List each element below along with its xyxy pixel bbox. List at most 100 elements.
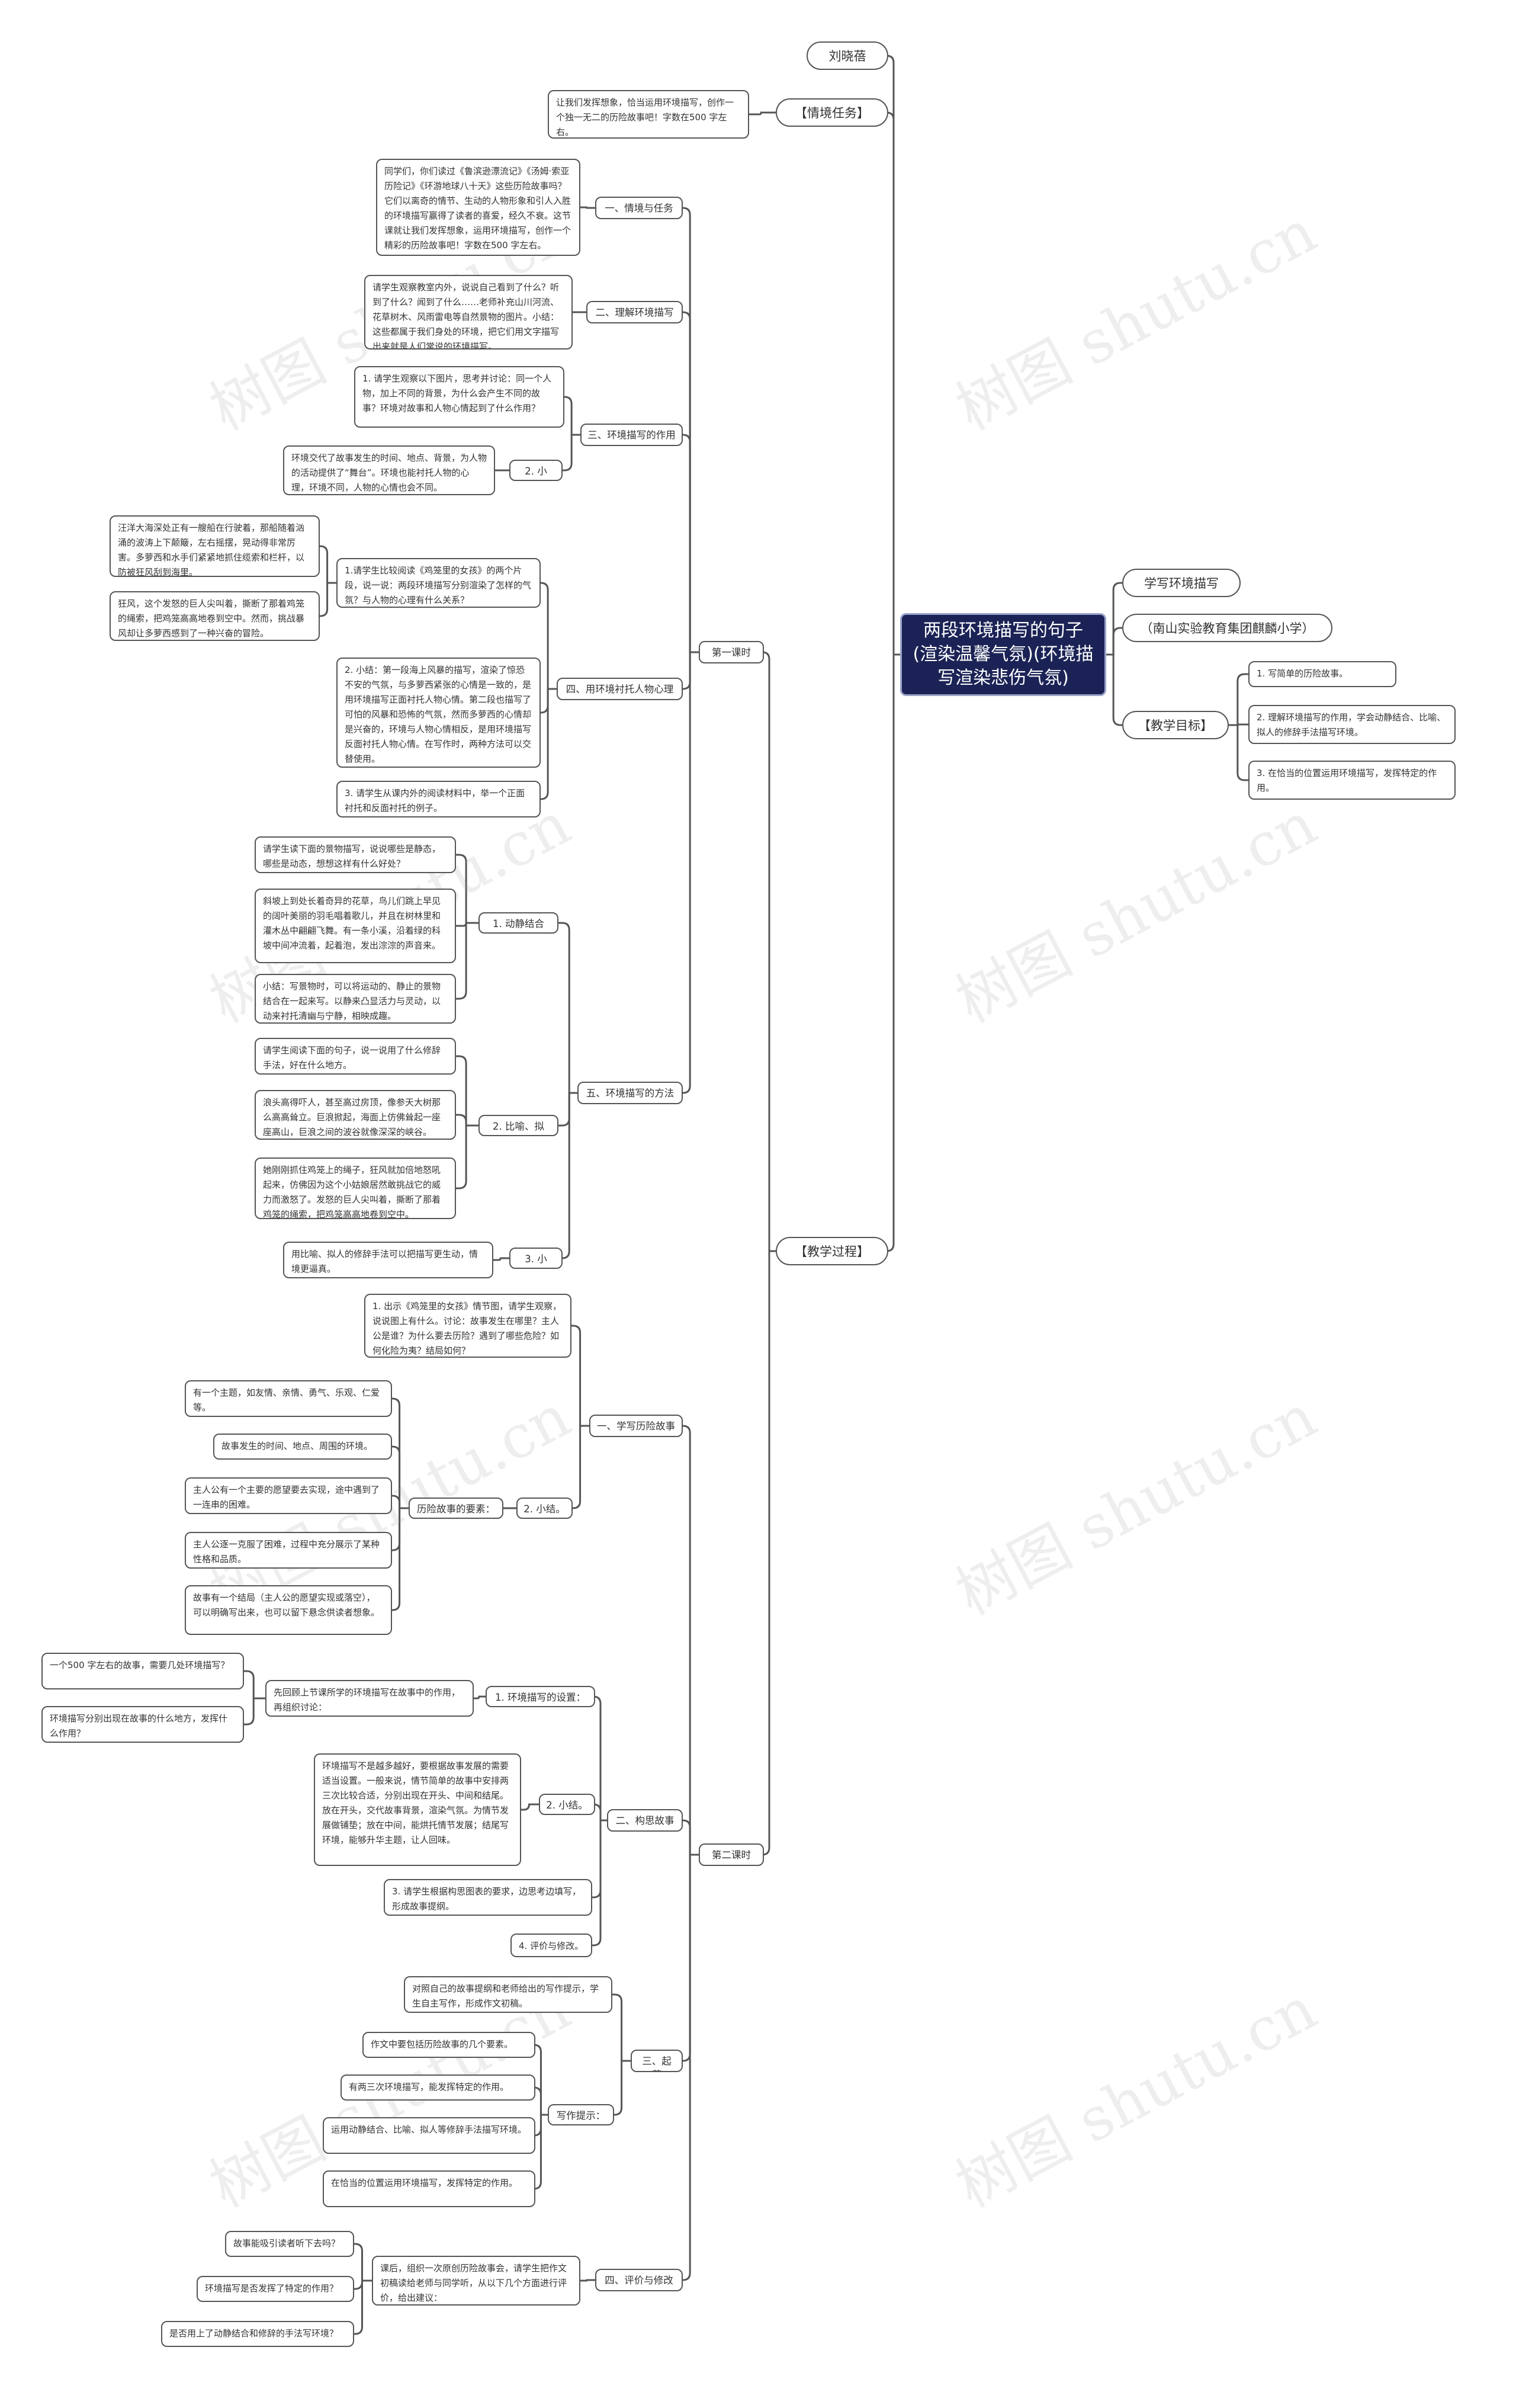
connector — [683, 311, 699, 653]
connector — [244, 1697, 265, 1726]
excerpt-storm-cage[interactable]: 狂风，这个发怒的巨人尖叫着，撕断了那着鸡笼的绳索，把鸡笼高高地卷到空中。然而，挑… — [110, 591, 320, 641]
story-meeting-evaluation[interactable]: 课后，组织一次原创历险故事会，请学生把作文初稿读给老师与同学听，从以下几个方面进… — [372, 2256, 580, 2306]
lesson1-compare-reading[interactable]: 1.请学生比较阅读《鸡笼里的女孩》的两个片段，说一说：两段环境描写分别渲染了怎样… — [336, 558, 541, 608]
scenario-task-text[interactable]: 让我们发挥想象，恰当运用环境描写，创作一个独一无二的历险故事吧！字数在500 字… — [548, 90, 749, 139]
lesson2-section3[interactable]: 三、起草 — [631, 2050, 683, 2072]
connector — [886, 653, 900, 1252]
connector — [683, 1819, 699, 1856]
eval-attractive[interactable]: 故事能吸引读者听下去吗？ — [225, 2231, 354, 2257]
connector — [762, 651, 776, 1252]
connector — [683, 1425, 699, 1856]
lesson1-section1[interactable]: 一、情境与任务 — [595, 197, 683, 219]
goal-1[interactable]: 1. 写简单的历险故事。 — [1248, 661, 1396, 687]
connector — [1106, 582, 1122, 656]
lesson2-section4[interactable]: 四、评价与修改 — [595, 2269, 683, 2291]
lesson2-section1[interactable]: 一、学写历险故事 — [589, 1415, 683, 1437]
root-topic[interactable]: 两段环境描写的句子(渲染温馨气氛)(环境描写渲染悲伤气氛) — [900, 613, 1106, 696]
env-question-position[interactable]: 环境描写分别出现在故事的什么地方，发挥什么作用？ — [41, 1706, 244, 1743]
lesson-2[interactable]: 第二课时 — [699, 1843, 764, 1866]
scenario-task[interactable]: 【情境任务】 — [776, 98, 888, 127]
method-summary-text[interactable]: 用比喻、拟人的修辞手法可以把描写更生动，情境更逼真。 — [283, 1242, 493, 1278]
connector — [541, 688, 557, 800]
method-static-dynamic[interactable]: 1. 动静结合法。 — [478, 912, 558, 934]
lesson1-section2[interactable]: 二、理解环境描写 — [586, 301, 683, 323]
lesson2-plot-discussion[interactable]: 1. 出示《鸡笼里的女孩》情节图，请学生观察，说说图上有什么。讨论：故事发生在哪… — [364, 1294, 571, 1358]
teaching-process[interactable]: 【教学过程】 — [776, 1237, 888, 1265]
connector — [534, 2086, 548, 2116]
story-outline-task[interactable]: 3. 请学生根据构思图表的要求，边思考边填写，形成故事提纲。 — [384, 1879, 592, 1916]
school-name[interactable]: （南山实验教育集团麒麟小学） — [1122, 614, 1332, 642]
env-setting-label[interactable]: 1. 环境描写的设置： — [486, 1686, 595, 1707]
drafting-instruction[interactable]: 对照自己的故事提纲和老师给出的写作提示，学生自主写作，形成作文初稿。 — [404, 1976, 612, 2013]
lesson1-example-task[interactable]: 3. 请学生从课内外的阅读材料中，举一个正面衬托和反面衬托的例子。 — [336, 781, 541, 817]
env-question-count[interactable]: 一个500 字左右的故事，需要几处环境描写？ — [41, 1653, 244, 1689]
env-summary-label[interactable]: 2. 小结。 — [539, 1794, 595, 1815]
method-metaphor-personification[interactable]: 2. 比喻、拟人。 — [478, 1115, 558, 1136]
goal-3[interactable]: 3. 在恰当的位置运用环境描写，发挥特定的作用。 — [1248, 761, 1456, 800]
story-element-theme[interactable]: 有一个主题，如友情、亲情、勇气、乐观、仁爱等。 — [185, 1380, 392, 1417]
method-summary-label[interactable]: 3. 小结。 — [509, 1248, 563, 1269]
lesson1-section5[interactable]: 五、环境描写的方法 — [577, 1082, 683, 1104]
evaluate-revise-step[interactable]: 4. 评价与修改。 — [510, 1934, 592, 1957]
connector — [456, 1114, 478, 1127]
tip-env-count[interactable]: 有两三次环境描写，能发挥特定的作用。 — [341, 2074, 535, 2101]
lesson-1[interactable]: 第一课时 — [699, 641, 764, 663]
lesson2-section2[interactable]: 二、构思故事 — [607, 1809, 683, 1832]
lesson1-section1-text[interactable]: 同学们，你们读过《鲁滨逊漂流记》《汤姆·索亚历险记》《环游地球八十天》这些历险故… — [376, 159, 580, 256]
method-static-dynamic-summary[interactable]: 小结：写景物时，可以将运动的、静止的景物结合在一起来写。以静来凸显活力与灵动，以… — [255, 974, 456, 1024]
tip-rhetoric[interactable]: 运用动静结合、比喻、拟人等修辞手法描写环境。 — [323, 2117, 535, 2154]
lesson1-contrast-summary[interactable]: 2. 小结：第一段海上风暴的描写，渲染了惊恐不安的气氛，与多萝西紧张的心情是一致… — [336, 658, 541, 768]
method-rhetoric-prompt[interactable]: 请学生阅读下面的句子，说一说用了什么修辞手法，好在什么地方。 — [255, 1038, 456, 1075]
excerpt-storm-sea[interactable]: 汪洋大海深处正有一艘船在行驶着，那船随着汹涌的波涛上下颠簸，左右摇摆，晃动得非常… — [110, 515, 320, 577]
connector — [456, 1124, 478, 1189]
story-element-setting[interactable]: 故事发生的时间、地点、周围的环境。 — [213, 1434, 392, 1460]
eval-env-effect[interactable]: 环境描写是否发挥了特定的作用？ — [197, 2276, 354, 2302]
env-summary-text[interactable]: 环境描写不是越多越好，要根据故事发展的需要适当设置。一般来说，情节简单的故事中安… — [314, 1753, 521, 1866]
connector — [354, 2279, 372, 2335]
lesson2-summary-label[interactable]: 2. 小结。 — [516, 1498, 573, 1519]
connector — [1106, 627, 1122, 656]
connector — [683, 207, 699, 653]
tip-story-elements[interactable]: 作文中要包括历险故事的几个要素。 — [362, 2032, 535, 2058]
connector — [580, 2279, 595, 2282]
connector — [1229, 673, 1248, 726]
goal-2[interactable]: 2. 理解环境描写的作用，学会动静结合、比喻、拟人的修辞手法描写环境。 — [1248, 705, 1456, 744]
lesson1-section2-text[interactable]: 请学生观察教室内外，说说自己看到了什么？听到了什么？闻到了什么……老师补充山川河… — [364, 275, 573, 350]
lesson1-section3-text[interactable]: 1. 请学生观察以下图片，思考并讨论：同一个人物，加上不同的背景，为什么会产生不… — [354, 366, 564, 428]
teaching-goals[interactable]: 【教学目标】 — [1122, 711, 1229, 739]
connector — [593, 1803, 607, 1822]
env-setting-review[interactable]: 先回顾上节课所学的环境描写在故事中的作用，再组织讨论： — [265, 1680, 474, 1717]
method-rhetoric-example2[interactable]: 她刚刚抓住鸡笼上的绳子，狂风就加倍地怒吼起来，仿佛因为这个小姑娘居然敢挑战它的威… — [255, 1157, 456, 1219]
eval-techniques[interactable]: 是否用上了动静结合和修辞的手法写环境？ — [161, 2321, 354, 2347]
connector — [683, 434, 699, 653]
method-static-dynamic-prompt[interactable]: 请学生读下面的景物描写，说说哪些是静态，哪些是动态，想想这样有什么好处？ — [255, 836, 456, 873]
connector — [320, 545, 336, 584]
connector — [558, 1092, 577, 1127]
connector — [749, 111, 776, 116]
story-element-obstacles[interactable]: 主人公逐一克服了困难，过程中充分展示了某种性格和品质。 — [185, 1532, 392, 1569]
connector — [354, 2243, 372, 2282]
lesson1-summary-label[interactable]: 2. 小结： — [509, 460, 563, 481]
connector — [1229, 724, 1248, 781]
writing-tips-label[interactable]: 写作提示： — [548, 2104, 614, 2125]
author-name[interactable]: 刘晓蓓 — [807, 41, 888, 70]
tip-position[interactable]: 在恰当的位置运用环境描写，发挥特定的作用。 — [323, 2170, 535, 2207]
connector — [592, 1819, 607, 1947]
lesson1-section4[interactable]: 四、用环境衬托人物心理 — [557, 678, 683, 700]
method-rhetoric-example1[interactable]: 浪头高得吓人，甚至高过房顶，像参天大树那么高高耸立。巨浪掀起，海面上仿佛耸起一座… — [255, 1090, 456, 1140]
lesson1-summary-text[interactable]: 环境交代了故事发生的时间、地点、背景，为人物的活动提供了“舞台”。环境也能衬托人… — [283, 445, 495, 495]
connector — [392, 1397, 409, 1509]
story-element-goal[interactable]: 主人公有一个主要的愿望要去实现，途中遇到了一连串的困难。 — [185, 1477, 392, 1514]
topic-title[interactable]: 学写环境描写 — [1122, 569, 1241, 597]
connector — [762, 1250, 776, 1856]
connector — [456, 922, 478, 1000]
story-elements-label[interactable]: 历险故事的要素： — [409, 1498, 503, 1519]
connector — [593, 1695, 607, 1822]
root-title: 两段环境描写的句子(渲染温馨气氛)(环境描写渲染悲伤气氛) — [913, 620, 1094, 688]
connector — [541, 582, 557, 690]
method-static-dynamic-example[interactable]: 斜坡上到处长着奇异的花草，鸟儿们跳上早见的阔叶美丽的羽毛唱着歌儿，并且在树林里和… — [255, 889, 456, 963]
story-element-ending[interactable]: 故事有一个结局（主人公的愿望实现或落空），可以明确写出来，也可以留下悬念供读者想… — [185, 1585, 392, 1635]
connector — [558, 922, 577, 1094]
lesson1-section3[interactable]: 三、环境描写的作用 — [580, 424, 683, 446]
connector — [493, 1257, 509, 1261]
